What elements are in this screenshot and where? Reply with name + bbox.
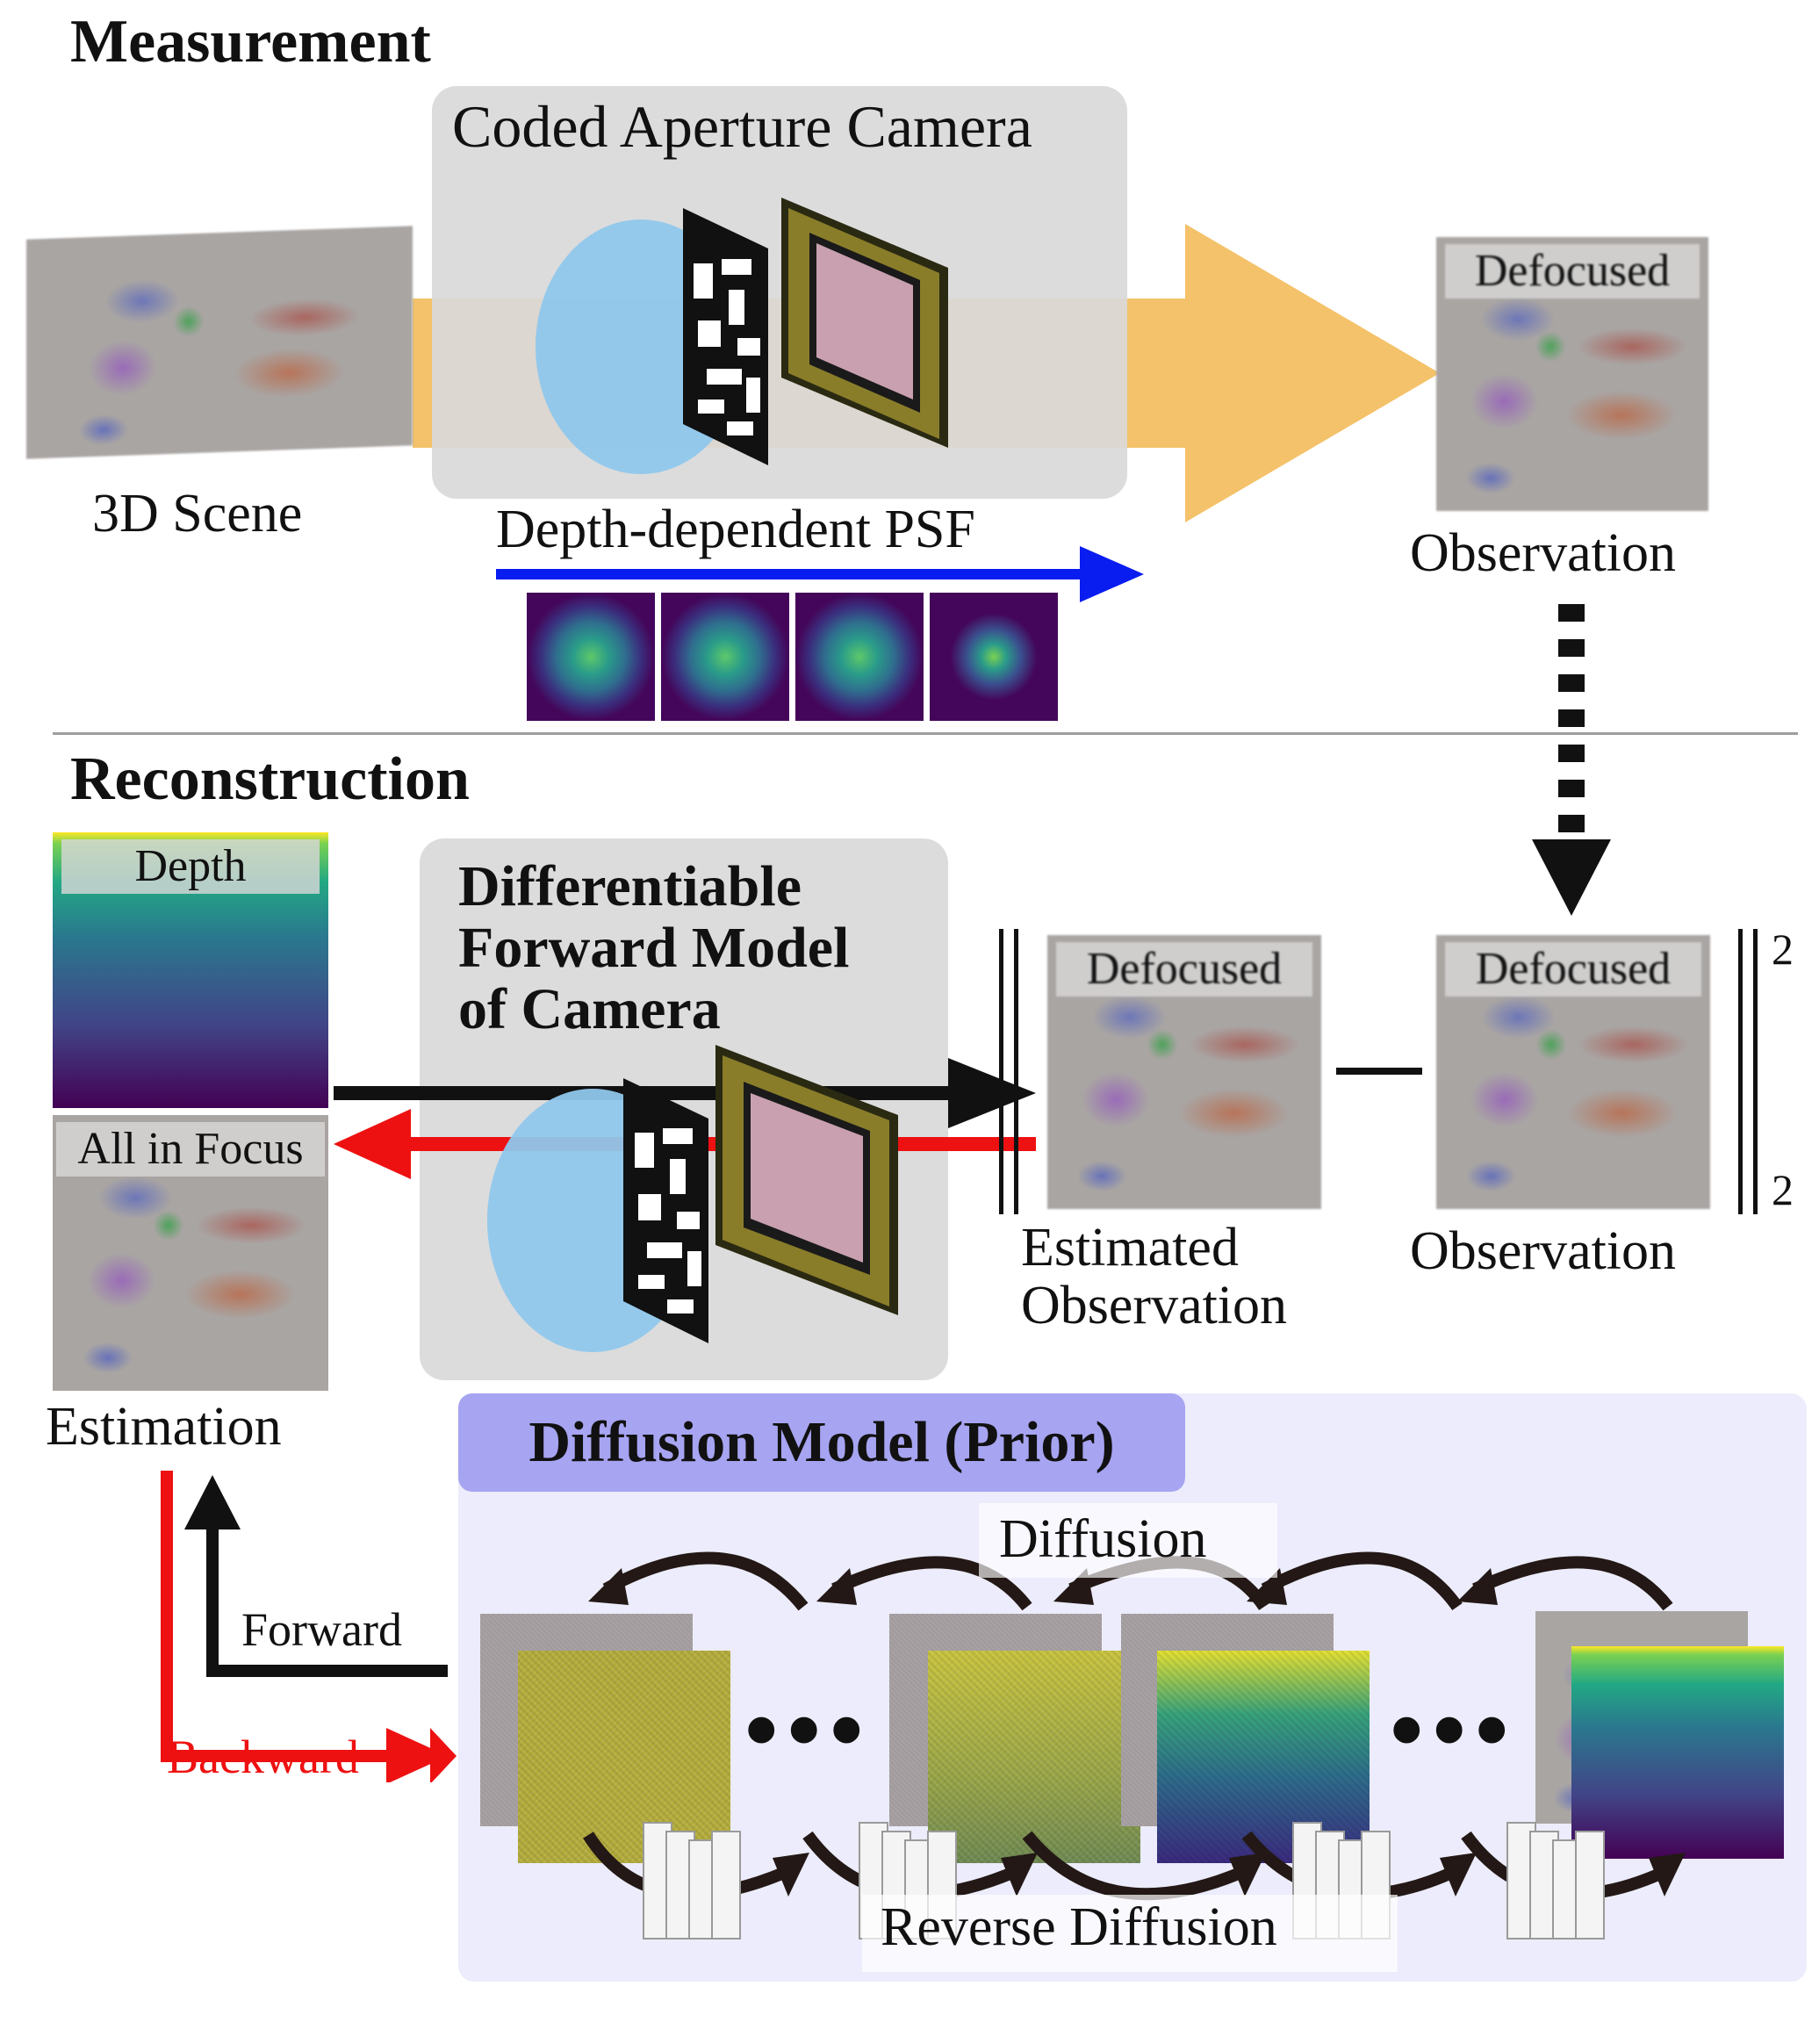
reverse-diffusion-label-bg: [862, 1895, 1398, 1972]
model-optics-illustration: [487, 1045, 898, 1352]
forward-legend-arrow: [206, 1526, 448, 1677]
norm-bar-left-1: [999, 929, 1003, 1214]
norm-subscript: 2: [1772, 1165, 1794, 1214]
step-4-depth-image: [1571, 1646, 1784, 1859]
all-in-focus-image: All in Focus: [53, 1115, 328, 1391]
forward-backward-legend: [161, 1471, 457, 1782]
estimated-observation-label-line-1: Estimated: [1021, 1218, 1239, 1278]
psf-image-2: [661, 593, 789, 721]
unet-icon-1: [643, 1822, 757, 1945]
forward-model-label: Differentiable Forward Model of Camera: [458, 856, 849, 1040]
3d-scene-label: 3D Scene: [92, 484, 303, 543]
norm-bar-right-1: [1738, 929, 1743, 1214]
psf-image-4: [930, 593, 1058, 721]
reconstruction-observation-caption: Defocused: [1445, 942, 1701, 997]
norm-bar-right-2: [1753, 929, 1758, 1214]
reverse-diffusion-label: Reverse Diffusion: [881, 1897, 1277, 1957]
sensor-icon: [781, 198, 948, 448]
reconstruction-observation-label: Observation: [1410, 1221, 1677, 1281]
section-divider: [53, 732, 1798, 735]
forward-model-label-line-2: Forward Model: [458, 916, 850, 980]
norm-bar-left-2: [1014, 929, 1018, 1214]
step-3-depth-image: [1157, 1651, 1370, 1863]
3d-scene-image: [26, 226, 413, 459]
forward-model-label-line-3: of Camera: [458, 977, 721, 1041]
ellipsis-1: •••: [744, 1676, 873, 1783]
forward-label: Forward: [241, 1603, 402, 1656]
camera-optics-illustration: [536, 198, 948, 474]
psf-image-1: [527, 593, 655, 721]
unet-icon-4: [1506, 1822, 1621, 1945]
all-in-focus-caption: All in Focus: [56, 1122, 325, 1177]
measurement-observation-label: Observation: [1410, 523, 1677, 583]
diffusion-label: Diffusion: [999, 1509, 1207, 1569]
ellipsis-2: •••: [1390, 1676, 1518, 1783]
diffusion-model-tab: Diffusion Model (Prior): [458, 1393, 1185, 1492]
measurement-observation-caption: Defocused: [1445, 244, 1700, 299]
estimation-label: Estimation: [46, 1397, 282, 1457]
reverse-diffusion-arcs: [583, 1831, 1686, 1901]
reconstruction-observation-image: Defocused: [1436, 935, 1710, 1209]
step-1-depth-image: [518, 1651, 730, 1863]
backward-label: Backward: [167, 1731, 359, 1783]
estimated-observation-caption: Defocused: [1056, 942, 1312, 997]
model-coded-mask-icon: [623, 1078, 708, 1343]
psf-image-3: [795, 593, 924, 721]
estimated-observation-label: Estimated Observation: [1021, 1219, 1287, 1335]
estimated-observation-label-line-2: Observation: [1021, 1276, 1288, 1335]
coded-aperture-camera-label: Coded Aperture Camera: [452, 93, 1032, 160]
measurement-title: Measurement: [70, 8, 431, 76]
step-2-depth-image: [928, 1651, 1140, 1863]
dashed-down-arrow: [1532, 604, 1611, 916]
backward-legend-arrow: [161, 1471, 439, 1762]
psf-depth-arrow: [496, 546, 1144, 602]
depth-caption: Depth: [61, 839, 320, 894]
model-sensor-icon: [715, 1045, 898, 1315]
measurement-observation-image: Defocused: [1436, 237, 1708, 511]
forward-model-label-line-1: Differentiable: [458, 854, 802, 918]
minus-sign: [1336, 1068, 1422, 1075]
norm-superscript: 2: [1772, 925, 1794, 974]
estimated-observation-image: Defocused: [1047, 935, 1321, 1209]
depth-estimate-image: Depth: [53, 832, 328, 1108]
psf-label: Depth-dependent PSF: [496, 500, 975, 559]
diffusion-label-bg: [979, 1503, 1277, 1578]
coded-mask-icon: [683, 208, 768, 465]
reconstruction-title: Reconstruction: [70, 745, 470, 813]
